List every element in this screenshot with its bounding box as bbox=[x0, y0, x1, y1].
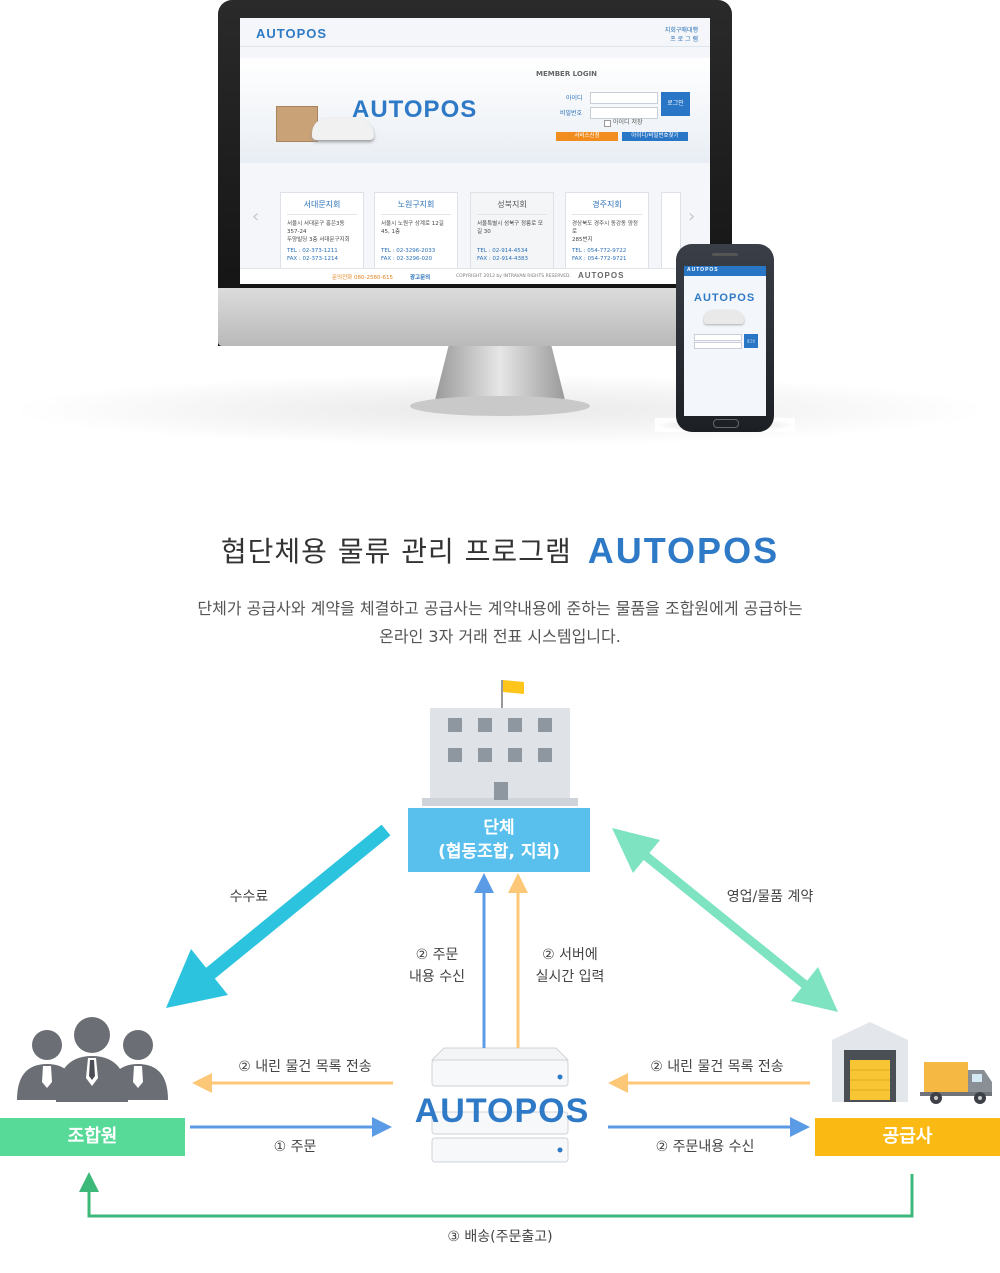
phone-login-button[interactable]: 로그인 bbox=[744, 334, 758, 348]
warehouse-truck-icon bbox=[832, 1022, 992, 1104]
carousel-prev-icon[interactable]: ‹ bbox=[252, 206, 260, 227]
hero-car bbox=[312, 118, 374, 140]
footer-logo: AUTOPOS bbox=[578, 271, 625, 280]
phone-home-button[interactable] bbox=[713, 419, 739, 428]
hero-logo: AUTOPOS bbox=[352, 96, 478, 123]
description-line-2: 온라인 3자 거래 전표 시스템입니다. bbox=[379, 627, 621, 646]
footer-ad-link[interactable]: 광고문의 bbox=[410, 275, 431, 281]
order-receive-label: ② 주문 내용 수신 bbox=[409, 947, 465, 985]
organization-building-icon bbox=[422, 680, 578, 806]
monitor-stand bbox=[410, 340, 590, 416]
save-id-label: 아이디 저장 bbox=[613, 119, 643, 126]
list-send-left-label: ② 내린 물건 목록 전송 bbox=[238, 1059, 372, 1075]
member-box: 조합원 bbox=[0, 1118, 185, 1156]
fee-label: 수수료 bbox=[229, 889, 269, 905]
phone-topbar bbox=[684, 266, 766, 276]
phone-speaker bbox=[712, 253, 738, 256]
find-id-button[interactable]: 아이디/비밀번호찾기 bbox=[622, 132, 688, 141]
monitor-chin bbox=[218, 288, 732, 346]
delivery-label: ③ 배송(주문출고) bbox=[447, 1229, 553, 1245]
site-footer bbox=[240, 268, 710, 284]
phone-pw-field[interactable] bbox=[694, 342, 742, 349]
signup-button[interactable]: 서비스신청 bbox=[556, 132, 618, 141]
members-icon bbox=[17, 1017, 168, 1102]
site-top-right: 지회구매대행 프 로 그 램 bbox=[664, 27, 698, 43]
monitor-screen: AUTOPOS 지회구매대행 프 로 그 램 AUTOPOS MEMBER LO… bbox=[240, 18, 710, 284]
page-description: 단체가 공급사와 계약을 체결하고 공급사는 계약내용에 준하는 물품을 조합원… bbox=[0, 595, 1000, 651]
page-title-brand: AUTOPOS bbox=[587, 530, 780, 571]
site-logo[interactable]: AUTOPOS bbox=[256, 26, 328, 41]
save-id-checkbox[interactable] bbox=[604, 120, 611, 127]
id-label: 아이디 bbox=[566, 95, 583, 102]
branch-card[interactable]: 노원구지회 서울시 노원구 상계로 12길 45, 1층 TEL : 02-32… bbox=[374, 192, 458, 274]
organization-box: 단체 (협동조합, 지회) bbox=[408, 808, 590, 872]
list-send-right-label: ② 내린 물건 목록 전송 bbox=[650, 1059, 784, 1075]
login-button[interactable]: 로그인 bbox=[661, 92, 690, 116]
id-field[interactable] bbox=[590, 92, 658, 104]
member-login-title: MEMBER LOGIN bbox=[536, 70, 598, 78]
autopos-server-label: AUTOPOS bbox=[414, 1092, 590, 1130]
site-header-line bbox=[240, 46, 710, 47]
footer-phone: 문의전화 080-2580-615 bbox=[332, 275, 393, 281]
server-input-label: ② 서버에 실시간 입력 bbox=[535, 947, 605, 985]
footer-copyright: COPYRIGHT 2012 by INTRAVAN RIGHTS RESERV… bbox=[456, 274, 571, 279]
phone-logo: AUTOPOS bbox=[687, 267, 719, 273]
page-title-text: 협단체용 물류 관리 프로그램 bbox=[220, 535, 572, 568]
order-label: ① 주문 bbox=[273, 1139, 317, 1155]
phone-hero-logo: AUTOPOS bbox=[694, 292, 756, 304]
order-content-receive-label: ② 주문내용 수신 bbox=[655, 1139, 755, 1155]
phone-id-field[interactable] bbox=[694, 334, 742, 341]
phone-hero-car bbox=[704, 310, 744, 324]
organization-line-2: (협동조합, 지회) bbox=[438, 842, 560, 862]
pw-field[interactable] bbox=[590, 107, 658, 119]
pw-label: 비밀번호 bbox=[560, 110, 583, 117]
contract-label: 영업/물품 계약 bbox=[726, 889, 814, 905]
description-line-1: 단체가 공급사와 계약을 체결하고 공급사는 계약내용에 준하는 물품을 조합원… bbox=[197, 599, 803, 618]
branch-card[interactable]: 성북지회 서울특별시 성북구 정릉로 모길 30 TEL : 02-914-45… bbox=[470, 192, 554, 274]
organization-line-1: 단체 bbox=[483, 818, 515, 838]
supplier-box: 공급사 bbox=[815, 1118, 1000, 1156]
carousel-next-icon[interactable]: › bbox=[688, 206, 696, 227]
page-title: 협단체용 물류 관리 프로그램 AUTOPOS bbox=[0, 530, 1000, 572]
phone-screen: AUTOPOS AUTOPOS 로그인 bbox=[684, 266, 766, 416]
